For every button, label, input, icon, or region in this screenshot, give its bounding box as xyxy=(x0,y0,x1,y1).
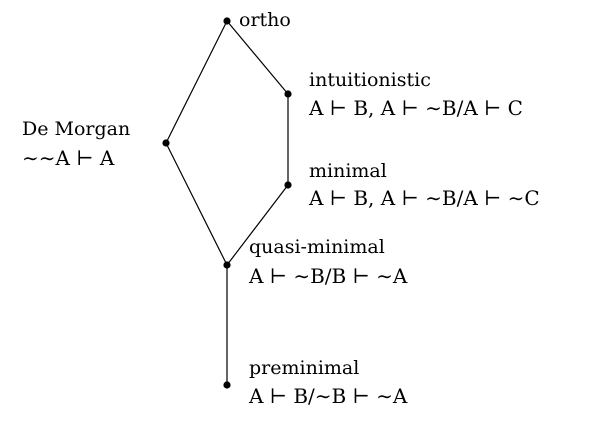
node-minimal-dot xyxy=(284,181,292,189)
node-quasi-minimal-rule: A ⊢ ∼B/B ⊢ ∼A xyxy=(249,264,408,288)
edges xyxy=(165,20,289,385)
node-preminimal-dot xyxy=(223,381,231,389)
node-intuitionistic-rule: A ⊢ B, A ⊢ ∼B/A ⊢ C xyxy=(309,96,523,120)
node-minimal-rule: A ⊢ B, A ⊢ ∼B/A ⊢ ∼C xyxy=(309,186,540,210)
node-intuitionistic-label: intuitionistic xyxy=(309,69,431,91)
node-quasi-minimal-dot xyxy=(223,261,231,269)
node-minimal-label: minimal xyxy=(309,160,387,182)
nodes xyxy=(162,17,292,389)
node-de-morgan-rule: ∼∼A ⊢ A xyxy=(22,146,115,170)
edge-minimal-quasi-minimal xyxy=(226,184,289,266)
edge-de-morgan-quasi-minimal xyxy=(165,142,228,266)
edge-ortho-de-morgan xyxy=(165,20,228,144)
node-quasi-minimal-label: quasi-minimal xyxy=(249,236,385,258)
node-ortho-dot xyxy=(223,17,231,25)
edge-ortho-intuitionistic xyxy=(226,20,289,95)
node-intuitionistic-dot xyxy=(284,90,292,98)
node-de-morgan-dot xyxy=(162,139,170,147)
node-ortho-label: ortho xyxy=(239,9,291,31)
node-preminimal-label: preminimal xyxy=(249,357,360,379)
node-de-morgan-label: De Morgan xyxy=(22,118,131,140)
node-preminimal-rule: A ⊢ B/∼B ⊢ ∼A xyxy=(249,384,408,408)
